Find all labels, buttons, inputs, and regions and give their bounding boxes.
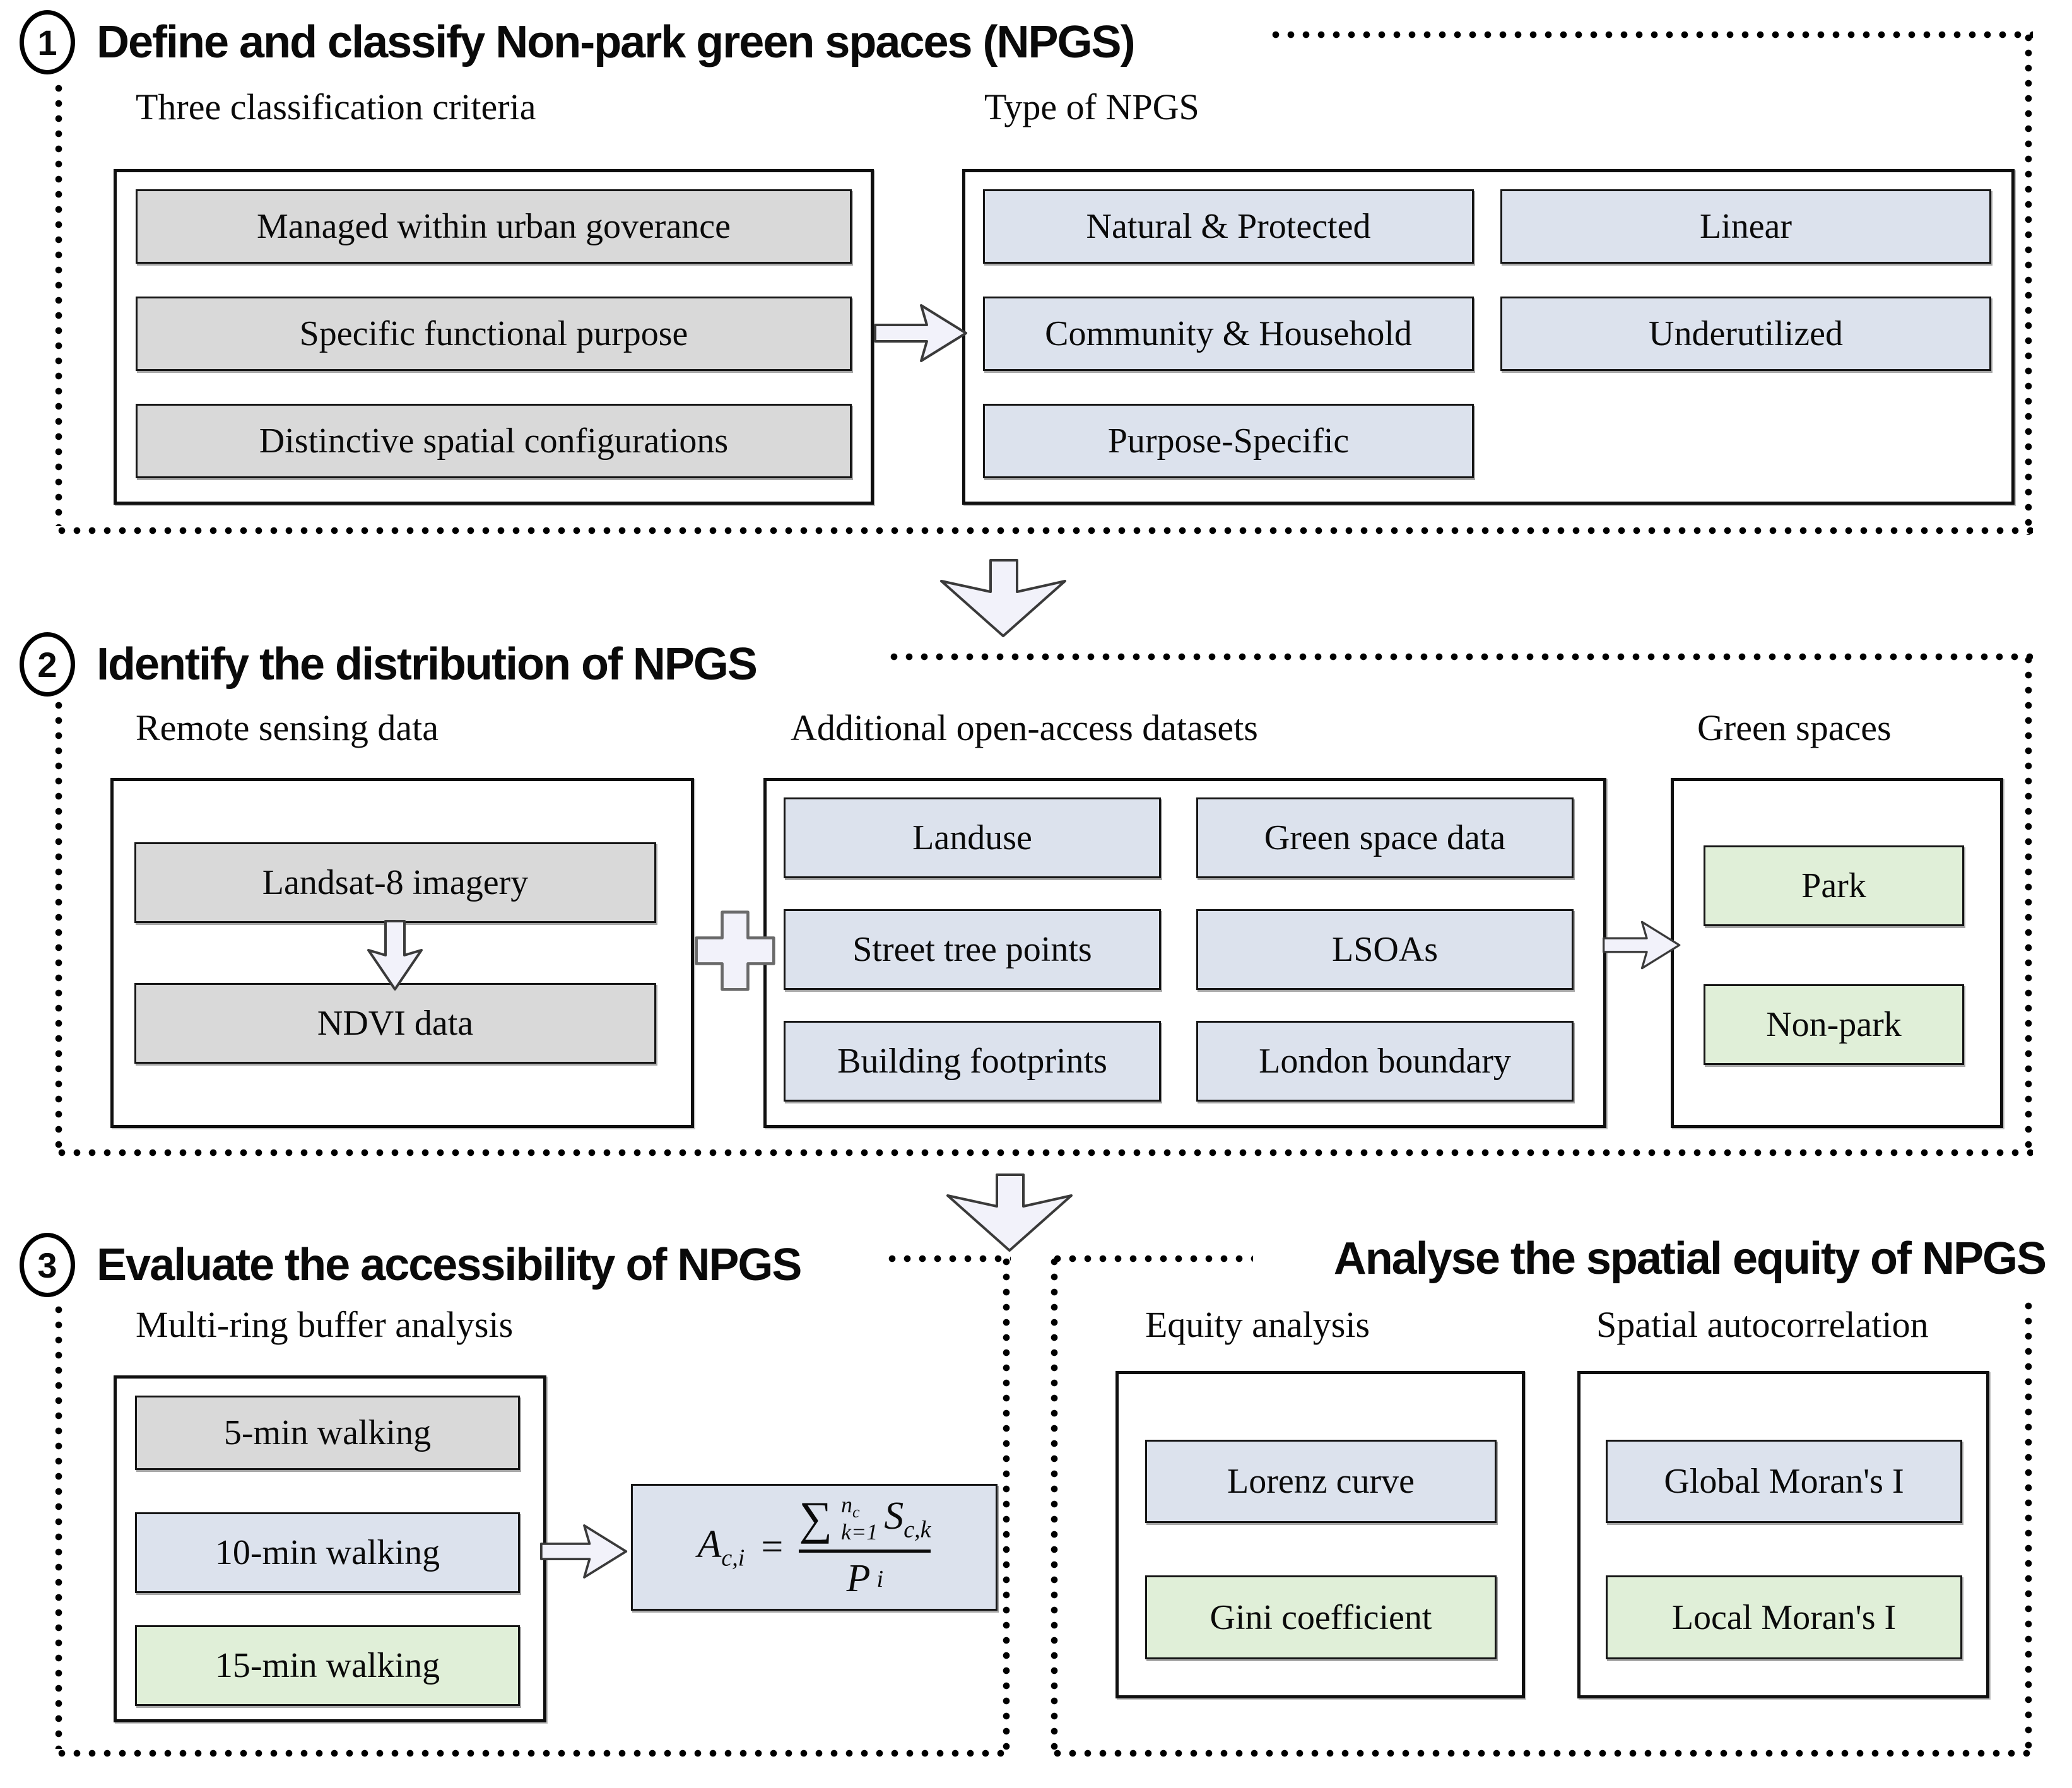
section3-border-top <box>885 1254 1011 1263</box>
sigma-lower-limit: k=1 <box>840 1519 878 1545</box>
type-box: Linear <box>1500 189 1991 264</box>
remote-box: NDVI data <box>134 983 656 1064</box>
section4-heading: Analyse the spatial equity of NPGS <box>1329 1230 2049 1287</box>
plus-icon <box>695 910 775 991</box>
section2-heading: 2 Identify the distribution of NPGS <box>16 630 770 699</box>
autocorrelation-box: Global Moran's I <box>1606 1440 1962 1523</box>
section4-border-bottom <box>1050 1749 2033 1758</box>
section3-border-bottom <box>54 1749 1011 1758</box>
type-box: Natural & Protected <box>983 189 1474 264</box>
section1-border-right <box>2024 30 2033 535</box>
arrow-right-icon <box>540 1524 628 1579</box>
criterion-box: Managed within urban goverance <box>136 189 852 264</box>
sigma-upper-limit: nc <box>840 1491 860 1522</box>
arrow-down-icon <box>946 1173 1073 1252</box>
remote-box: Landsat-8 imagery <box>134 842 656 923</box>
arrow-right-icon <box>1603 920 1681 970</box>
buffer-box: 10-min walking <box>135 1512 520 1593</box>
section2-border-right <box>2024 652 2033 1151</box>
section4-border-left <box>1050 1254 1059 1750</box>
section2-title: Identify the distribution of NPGS <box>97 639 758 690</box>
section3-number-badge: 3 <box>20 1233 75 1297</box>
type-box: Community & Household <box>983 297 1474 371</box>
autocorrelation-box: Local Moran's I <box>1606 1575 1962 1659</box>
dataset-box: Building footprints <box>784 1021 1161 1102</box>
formula-numerator: Sc,k <box>884 1495 931 1543</box>
arrow-down-icon <box>940 559 1066 637</box>
section2-border-bottom <box>54 1148 2033 1157</box>
types-label: Type of NPGS <box>984 86 1199 127</box>
section2-border-top <box>886 652 2033 661</box>
equity-box: Lorenz curve <box>1145 1440 1497 1523</box>
sigma-limits: nc k=1 <box>841 1493 878 1544</box>
section3-heading: 3 Evaluate the accessibility of NPGS <box>16 1230 815 1300</box>
section1-border-left <box>54 81 63 526</box>
section1-border-bottom <box>54 526 2033 535</box>
type-box: Underutilized <box>1500 297 1991 371</box>
dataset-box: London boundary <box>1196 1021 1574 1102</box>
datasets-label: Additional open-access datasets <box>791 707 1258 748</box>
section2-border-left <box>54 698 63 1148</box>
section1-border-top <box>1268 30 2033 39</box>
section1-title: Define and classify Non-park green space… <box>97 17 1136 68</box>
buffer-analysis-label: Multi-ring buffer analysis <box>136 1304 514 1345</box>
sigma-symbol: ∑ <box>799 1493 832 1545</box>
green-spaces-label: Green spaces <box>1697 707 1892 748</box>
arrow-right-icon <box>874 304 967 362</box>
dataset-box: Green space data <box>1196 797 1574 878</box>
spatial-autocorrelation-label: Spatial autocorrelation <box>1596 1304 1929 1345</box>
section2-number-badge: 2 <box>20 632 75 697</box>
section4-border-top <box>1050 1254 1253 1263</box>
green-space-box: Park <box>1704 845 1964 926</box>
criterion-box: Distinctive spatial configurations <box>136 404 852 478</box>
dataset-box: LSOAs <box>1196 909 1574 990</box>
section1-heading: 1 Define and classify Non-park green spa… <box>16 8 1148 77</box>
criteria-label: Three classification criteria <box>136 86 536 127</box>
formula-equals: = <box>758 1526 786 1568</box>
buffer-box: 15-min walking <box>135 1625 520 1706</box>
section3-title: Evaluate the accessibility of NPGS <box>97 1240 802 1290</box>
section4-border-right <box>2024 1298 2033 1750</box>
green-spaces-container <box>1671 778 2003 1128</box>
section1-number-badge: 1 <box>20 10 75 74</box>
buffer-box: 5-min walking <box>135 1396 520 1470</box>
fraction-bar <box>799 1550 931 1553</box>
green-space-box: Non-park <box>1704 984 1964 1065</box>
section4-title: Analyse the spatial equity of NPGS <box>1333 1233 2047 1284</box>
type-box: Purpose-Specific <box>983 404 1474 478</box>
dataset-box: Landuse <box>784 797 1161 878</box>
section3-border-right <box>1002 1254 1011 1750</box>
equity-box: Gini coefficient <box>1145 1575 1497 1659</box>
dataset-box: Street tree points <box>784 909 1161 990</box>
criterion-box: Specific functional purpose <box>136 297 852 371</box>
formula-lhs: Ac,i <box>697 1523 745 1572</box>
equity-analysis-label: Equity analysis <box>1145 1304 1370 1345</box>
arrow-down-small-icon <box>367 920 423 991</box>
section3-border-left <box>54 1302 63 1749</box>
remote-sensing-label: Remote sensing data <box>136 707 439 748</box>
